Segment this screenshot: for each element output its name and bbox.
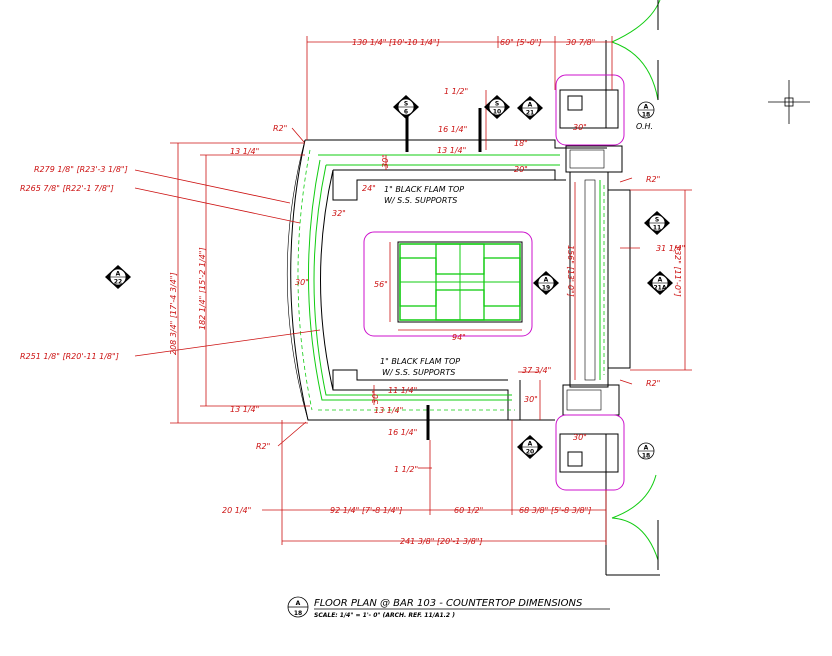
dim-r2-top-left: R2" (273, 124, 287, 133)
dim-37: 37 3/4" (522, 366, 551, 375)
dim-30-bottom-box: 30" (573, 433, 587, 442)
tag-s6-top: S (404, 101, 408, 108)
dimension-labels: 130 1/4" [10'-10 1/4"] 60" [5'-0"] 30 7/… (20, 38, 685, 546)
dim-182: 182 1/4" [15'-2 1/4"] (198, 247, 207, 330)
tag-a20-bottom-top: A (528, 441, 533, 448)
dim-r2-bottom-left: R2" (256, 442, 270, 451)
note-oh: O.H. (636, 122, 653, 131)
note-flamtop-bottom-line1: 1" BLACK FLAM TOP (380, 357, 460, 366)
dim-208: 208 3/4" [17'-4 3/4"] (169, 272, 178, 355)
dim-30-left: 30" (295, 278, 309, 287)
tag-s11-top: S (655, 217, 659, 224)
tag-a22-left-icon: A22 (105, 265, 131, 289)
title-block: A 18 FLOOR PLAN @ BAR 103 - COUNTERTOP D… (287, 596, 610, 619)
tag-a22-left-bottom: 22 (114, 279, 122, 286)
dim-1-bottom: 1 1/2" (394, 465, 418, 474)
tag-s11-bottom: 11 (653, 225, 661, 232)
dim-32: 32" (332, 209, 346, 218)
center-display-table (397, 241, 523, 323)
annotations: 1" BLACK FLAM TOP W/ S.S. SUPPORTS 1" BL… (380, 122, 653, 377)
tag-a18-top-bottom: 18 (642, 112, 650, 119)
dim-r265: R265 7/8" [R22'-1 7/8"] (20, 184, 114, 193)
tag-a18-top-icon: A18 (637, 101, 655, 119)
tag-a18-bottom-top: A (644, 445, 649, 452)
dim-1-top: 1 1/2" (444, 87, 468, 96)
dim-16-top: 16 1/4" (438, 125, 467, 134)
tag-a18-bottom-bottom: 18 (642, 453, 650, 460)
tag-a21-top-icon: A21 (517, 96, 543, 120)
dim-11: 11 1/4" (388, 386, 417, 395)
title-ref-letter: A (296, 600, 301, 607)
dim-b68: 68 3/8" [5'-8 3/8"] (519, 506, 591, 515)
dim-30-top-box: 30" (573, 123, 587, 132)
tag-a22-left-top: A (116, 271, 121, 278)
dim-24: 24" (362, 184, 376, 193)
dim-top-overall: 130 1/4" [10'-10 1/4"] (352, 38, 440, 47)
dim-18: 18" (514, 139, 528, 148)
title-ref-sheet: 18 (294, 610, 302, 617)
tag-s6-icon: S6 (393, 95, 419, 119)
tag-s6-bottom: 6 (404, 109, 408, 116)
title-main: FLOOR PLAN @ BAR 103 - COUNTERTOP DIMENS… (314, 598, 583, 609)
tag-a20-bottom-icon: A20 (517, 435, 543, 459)
tag-s10-top: S (495, 101, 499, 108)
tag-a19-center-top: A (544, 277, 549, 284)
tag-s10-bottom: 10 (493, 109, 501, 116)
dim-b241: 241 3/8" [20'-1 3/8"] (400, 537, 483, 546)
tag-s11-icon: S11 (644, 211, 670, 235)
magenta-zones (363, 74, 625, 491)
dim-r2-right-bottom: R2" (646, 379, 660, 388)
dim-top-right: 30 7/8" (566, 38, 595, 47)
dim-13-top: 13 1/4" (230, 147, 259, 156)
tag-a21a-bottom: 21A (654, 285, 667, 292)
dim-132: 132" [11'-0"] (673, 245, 682, 297)
dim-30-bottom: 30" (371, 390, 380, 404)
dim-b60: 60 1/2" (454, 506, 483, 515)
dim-b92: 92 1/4" [7'-8 1/4"] (330, 506, 402, 515)
dim-top-mid: 60" [5'-0"] (500, 38, 542, 47)
dim-r2-right-top: R2" (646, 175, 660, 184)
dim-156: 156" [13'-0"] (566, 245, 575, 297)
title-scale: SCALE: 1/4" = 1'- 0" (ARCH. REF. 11/A1.2… (314, 612, 455, 619)
tag-a18-bottom-icon: A18 (637, 442, 655, 460)
crosshair-cursor-icon (768, 80, 810, 124)
dim-16-bottom: 16 1/4" (388, 428, 417, 437)
dim-r251: R251 1/8" [R20'-11 1/8"] (20, 352, 119, 361)
tag-a21a-top: A (658, 277, 663, 284)
dim-20: 20" (514, 165, 528, 174)
dim-r279: R279 1/8" [R23'-3 1/8"] (34, 165, 128, 174)
tag-a20-bottom-bottom: 20 (526, 449, 534, 456)
bar-counter-outline (286, 89, 631, 473)
note-flamtop-top-line1: 1" BLACK FLAM TOP (384, 185, 464, 194)
tag-a21-top-bottom: 21 (526, 110, 534, 117)
tag-a21-top-top: A (528, 102, 533, 109)
dim-30-lower-right: 30" (524, 395, 538, 404)
dim-b20: 20 1/4" (222, 506, 251, 515)
note-flamtop-top-line2: W/ S.S. SUPPORTS (384, 196, 457, 205)
dim-31: 31 1/4" (656, 244, 685, 253)
dim-30-vert: 30" (381, 154, 390, 168)
dimension-lines (134, 36, 692, 545)
dim-94: 94" (452, 333, 466, 342)
dim-56: 56" (374, 280, 388, 289)
tag-a18-top-top: A (644, 104, 649, 111)
dim-13-mid: 13 1/4" (374, 406, 403, 415)
dim-13-bottom: 13 1/4" (230, 405, 259, 414)
tag-s10-icon: S10 (484, 95, 510, 119)
tag-a19-center-icon: A19 (533, 271, 559, 295)
tag-a19-center-bottom: 19 (542, 285, 550, 292)
note-flamtop-bottom-line2: W/ S.S. SUPPORTS (382, 368, 455, 377)
dim-13-upper-right: 13 1/4" (437, 146, 466, 155)
